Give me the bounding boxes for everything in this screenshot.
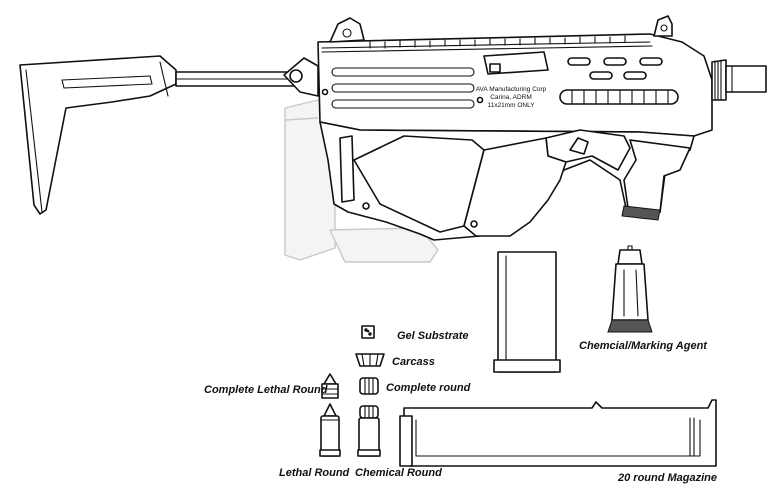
label-lethal-round: Lethal Round — [279, 467, 350, 479]
lethal-round-part — [319, 403, 341, 457]
engraving-line-2: Carina, ADRM — [490, 94, 532, 101]
carcass-part — [355, 353, 385, 367]
magazine-inserted — [493, 251, 561, 373]
engraving-line-3: 11x21mm ONLY — [487, 102, 535, 109]
lower-receiver — [319, 121, 695, 241]
label-complete-round: Complete round — [386, 382, 471, 394]
barrel — [711, 59, 767, 101]
engraving-line-1: AVA Manufacturing Corp — [475, 86, 547, 93]
complete-round-part — [359, 377, 379, 395]
label-magazine: 20 round Magazine — [618, 472, 718, 484]
complete-lethal-round-part — [321, 373, 339, 399]
label-carcass: Carcass — [392, 356, 435, 368]
label-complete-lethal-round: Complete Lethal Round — [204, 384, 328, 396]
upper-receiver — [317, 15, 713, 137]
label-chemical-round: Chemical Round — [355, 467, 442, 479]
label-chemical-marking-agent: Chemcial/Marking Agent — [579, 340, 707, 352]
stock-hinge — [283, 57, 319, 97]
gel-substrate-part — [361, 325, 375, 339]
chemical-marking-agent — [607, 245, 653, 333]
label-gel-substrate: Gel Substrate — [397, 330, 469, 342]
magazine-detached — [399, 399, 717, 467]
chemical-round-part — [357, 405, 381, 457]
folding-stock — [19, 55, 301, 215]
